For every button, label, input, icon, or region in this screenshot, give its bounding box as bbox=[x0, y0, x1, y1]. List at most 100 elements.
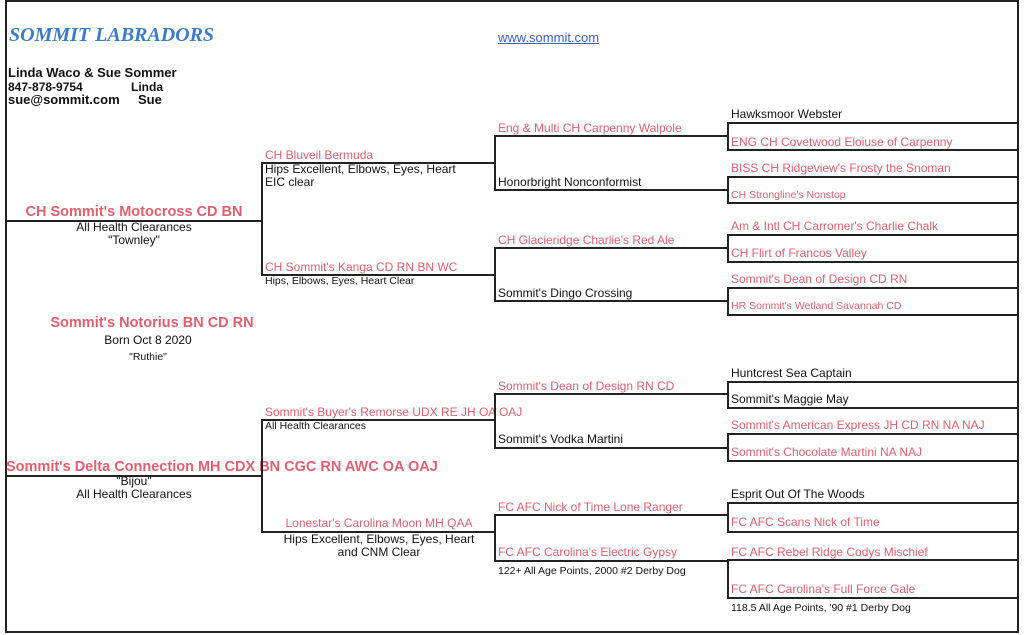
gen4-connector bbox=[727, 434, 729, 461]
gen4-line bbox=[727, 559, 1018, 561]
dam-line bbox=[6, 475, 263, 477]
subject-name: Sommit's Notorius BN CD RN bbox=[50, 315, 254, 331]
gen2-note: EIC clear bbox=[265, 175, 315, 189]
gen4-name: FC AFC Carolina's Full Force Gale bbox=[731, 582, 916, 596]
phone-name: Linda bbox=[131, 80, 163, 94]
frame-right bbox=[1017, 0, 1019, 633]
gen3-line bbox=[494, 189, 729, 191]
dam-call-name: "Bijou" bbox=[116, 474, 152, 488]
gen3-line bbox=[494, 135, 729, 137]
gen4-line bbox=[727, 261, 1018, 263]
gen3-connector bbox=[494, 394, 496, 448]
dam-note: All Health Clearances bbox=[76, 487, 192, 501]
gen4-line bbox=[727, 314, 1018, 316]
gen4-line bbox=[727, 381, 1018, 383]
gen2-name: Lonestar's Carolina Moon MH QAA bbox=[285, 516, 473, 530]
gen4-connector bbox=[727, 382, 729, 409]
gen3-line bbox=[494, 560, 729, 562]
email-name: Sue bbox=[138, 92, 162, 107]
gen3-line bbox=[494, 300, 729, 302]
gen4-name: Esprit Out Of The Woods bbox=[731, 487, 865, 501]
gen4-line bbox=[727, 407, 1018, 409]
gen4-connector bbox=[727, 235, 729, 263]
gen4-line bbox=[727, 502, 1018, 504]
gen4-line bbox=[727, 287, 1018, 289]
gen2-note: and CNM Clear bbox=[337, 545, 421, 559]
gen3-line bbox=[494, 393, 729, 395]
dam-name: Sommit's Delta Connection MH CDX BN CGC … bbox=[6, 459, 438, 475]
gen3-line bbox=[494, 447, 729, 449]
gen3-name: Honorbright Nonconformist bbox=[498, 175, 642, 189]
gen2-connector bbox=[261, 163, 263, 276]
gen4-line bbox=[727, 531, 1018, 533]
subject-call-name: "Ruthie" bbox=[129, 351, 167, 363]
subject-born: Born Oct 8 2020 bbox=[104, 333, 192, 347]
gen2-note: All Health Clearances bbox=[265, 420, 366, 432]
gen4-connector bbox=[727, 503, 729, 533]
gen4-name: CH Flirt of Francos Valley bbox=[731, 246, 867, 260]
gen4-name: Hawksmoor Webster bbox=[731, 107, 843, 121]
gen4-connector bbox=[727, 177, 729, 204]
gen4-line bbox=[727, 234, 1018, 236]
sire-line bbox=[6, 220, 263, 222]
owners: Linda Waco & Sue Sommer bbox=[8, 65, 177, 80]
phone: 847-878-9754 bbox=[8, 80, 83, 94]
gen4-line bbox=[727, 433, 1018, 435]
gen4-name: BISS CH Ridgeview's Frosty the Snoman bbox=[731, 161, 951, 175]
gen4-name: Sommit's American Express JH CD RN NA NA… bbox=[731, 418, 985, 432]
gen2-line bbox=[261, 274, 496, 276]
gen3-name: CH Glacieridge Charlie's Red Ale bbox=[498, 233, 675, 247]
gen2-connector bbox=[261, 420, 263, 533]
gen4-name: ENG CH Covetwood Eloiuse of Carpenny bbox=[731, 135, 953, 149]
gen2-name: CH Sommit's Kanga CD RN BN WC bbox=[265, 260, 458, 274]
gen4-note: 118.5 All Age Points, '90 #1 Derby Dog bbox=[731, 602, 911, 614]
gen3-line bbox=[494, 247, 729, 249]
gen2-note: Hips Excellent, Elbows, Eyes, Heart bbox=[283, 532, 475, 546]
sire-name: CH Sommit's Motocross CD BN bbox=[25, 204, 243, 220]
gen3-line bbox=[494, 514, 729, 516]
sire-note: All Health Clearances bbox=[76, 220, 192, 234]
gen4-name: FC AFC Scans Nick of Time bbox=[731, 515, 880, 529]
gen4-connector bbox=[727, 288, 729, 315]
gen2-note: Hips Excellent, Elbows, Eyes, Heart bbox=[265, 162, 456, 176]
gen3-name: Sommit's Dingo Crossing bbox=[498, 286, 633, 300]
gen4-line bbox=[727, 597, 1018, 599]
gen3-name: FC AFC Nick of Time Lone Ranger bbox=[498, 500, 683, 514]
frame-top bbox=[5, 0, 1019, 2]
gen4-name: Sommit's Chocolate Martini NA NAJ bbox=[731, 445, 923, 459]
gen3-name: Eng & Multi CH Carpenny Walpole bbox=[498, 121, 682, 135]
frame-left bbox=[5, 0, 7, 633]
gen4-name: Huntcrest Sea Captain bbox=[731, 366, 852, 380]
gen4-line bbox=[727, 176, 1018, 178]
frame-bottom bbox=[5, 631, 1019, 633]
gen4-line bbox=[727, 149, 1018, 151]
gen3-name: FC AFC Carolina's Electric Gypsy bbox=[498, 545, 677, 559]
gen2-line bbox=[261, 531, 496, 533]
gen4-name: Am & Intl CH Carromer's Charlie Chalk bbox=[731, 219, 939, 233]
gen4-name: Sommit's Maggie May bbox=[731, 392, 849, 406]
gen2-line bbox=[261, 419, 496, 421]
gen4-line bbox=[727, 202, 1018, 204]
gen2-name: CH Bluveil Bermuda bbox=[265, 148, 374, 162]
gen4-name: HR Sommit's Wetland Savannah CD bbox=[731, 300, 902, 312]
gen3-name: Sommit's Vodka Martini bbox=[498, 432, 623, 446]
gen3-name: Sommit's Dean of Design RN CD bbox=[498, 379, 675, 393]
gen4-line bbox=[727, 122, 1018, 124]
gen4-line bbox=[727, 460, 1018, 462]
gen3-connector bbox=[494, 248, 496, 301]
website-link[interactable]: www.sommit.com bbox=[498, 30, 600, 45]
gen4-connector bbox=[727, 123, 729, 151]
gen4-connector bbox=[727, 560, 729, 598]
gen4-name: FC AFC Rebel Ridge Codys Mischief bbox=[731, 545, 928, 559]
gen2-line bbox=[261, 162, 496, 164]
gen2-name: Sommit's Buyer's Remorse UDX RE JH OA OA… bbox=[265, 405, 523, 419]
sire-call-name: "Townley" bbox=[108, 233, 160, 247]
gen4-name: Sommit's Dean of Design CD RN bbox=[731, 272, 908, 286]
kennel-title: SOMMIT LABRADORS bbox=[9, 24, 215, 46]
gen3-connector bbox=[494, 136, 496, 190]
email: sue@sommit.com bbox=[8, 92, 120, 107]
gen3-connector bbox=[494, 515, 496, 561]
gen4-name: CH Strongline's Nonstop bbox=[731, 189, 846, 201]
gen2-note: Hips, Elbows, Eyes, Heart Clear bbox=[265, 275, 415, 287]
gen3-note: 122+ All Age Points, 2000 #2 Derby Dog bbox=[498, 565, 686, 577]
